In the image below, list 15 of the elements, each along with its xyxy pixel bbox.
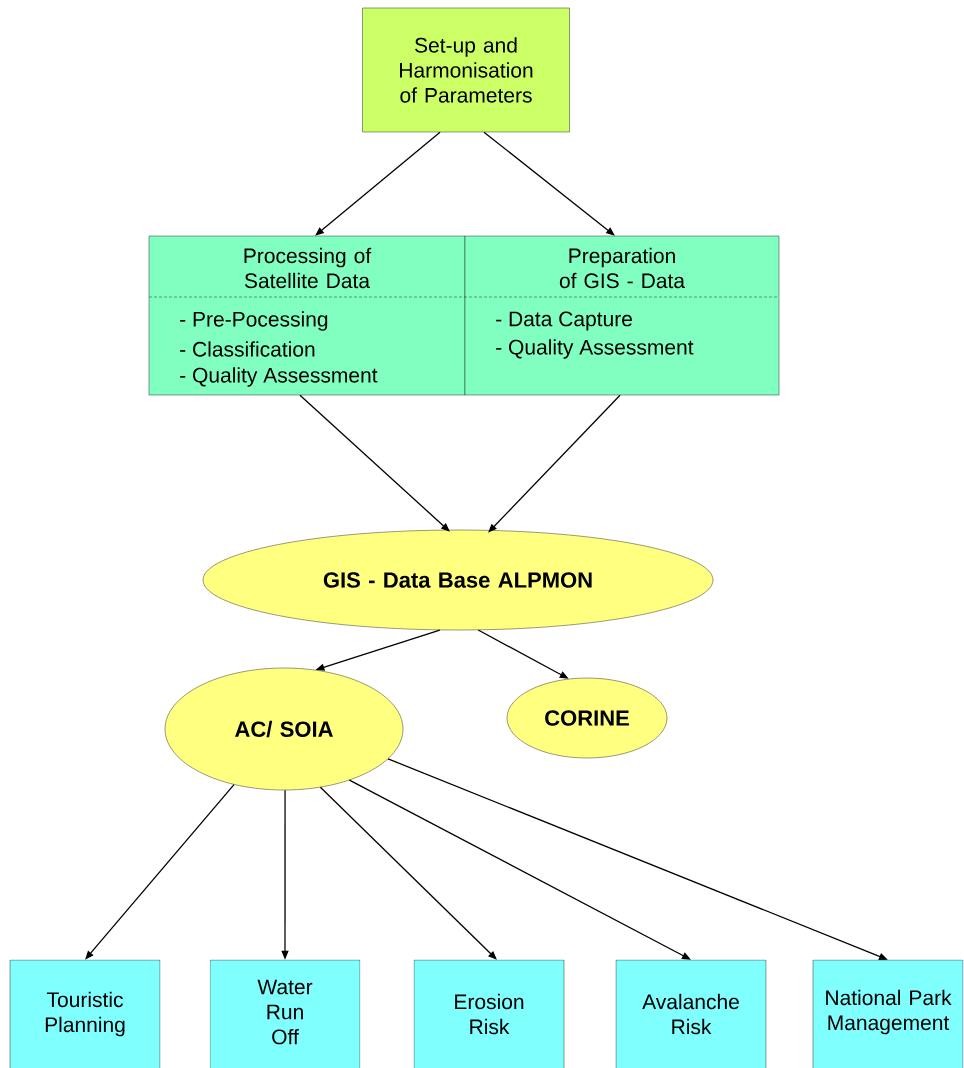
process-box: Set-up and Harmonisation of Parameters <box>362 7 570 133</box>
output-box: Touristic Planning <box>9 959 161 1068</box>
arrow <box>348 779 691 960</box>
process-box: Processing of Satellite Data - Pre-Pocessing - Classification - Quality Assessment <box>148 235 466 396</box>
arrow <box>85 783 235 960</box>
arrow <box>483 131 615 236</box>
arrow <box>488 394 621 533</box>
output-box: Erosion Risk <box>413 959 565 1068</box>
output-box: Water Run Off <box>209 959 361 1068</box>
process-box: Preparation of GIS - Data - Data Capture - Quality Assessment <box>464 235 780 396</box>
arrow <box>319 786 497 960</box>
output-box: National Park Management <box>812 959 964 1068</box>
arrow <box>315 131 441 236</box>
output-box: Avalanche Risk <box>615 959 767 1068</box>
arrow <box>299 394 450 532</box>
